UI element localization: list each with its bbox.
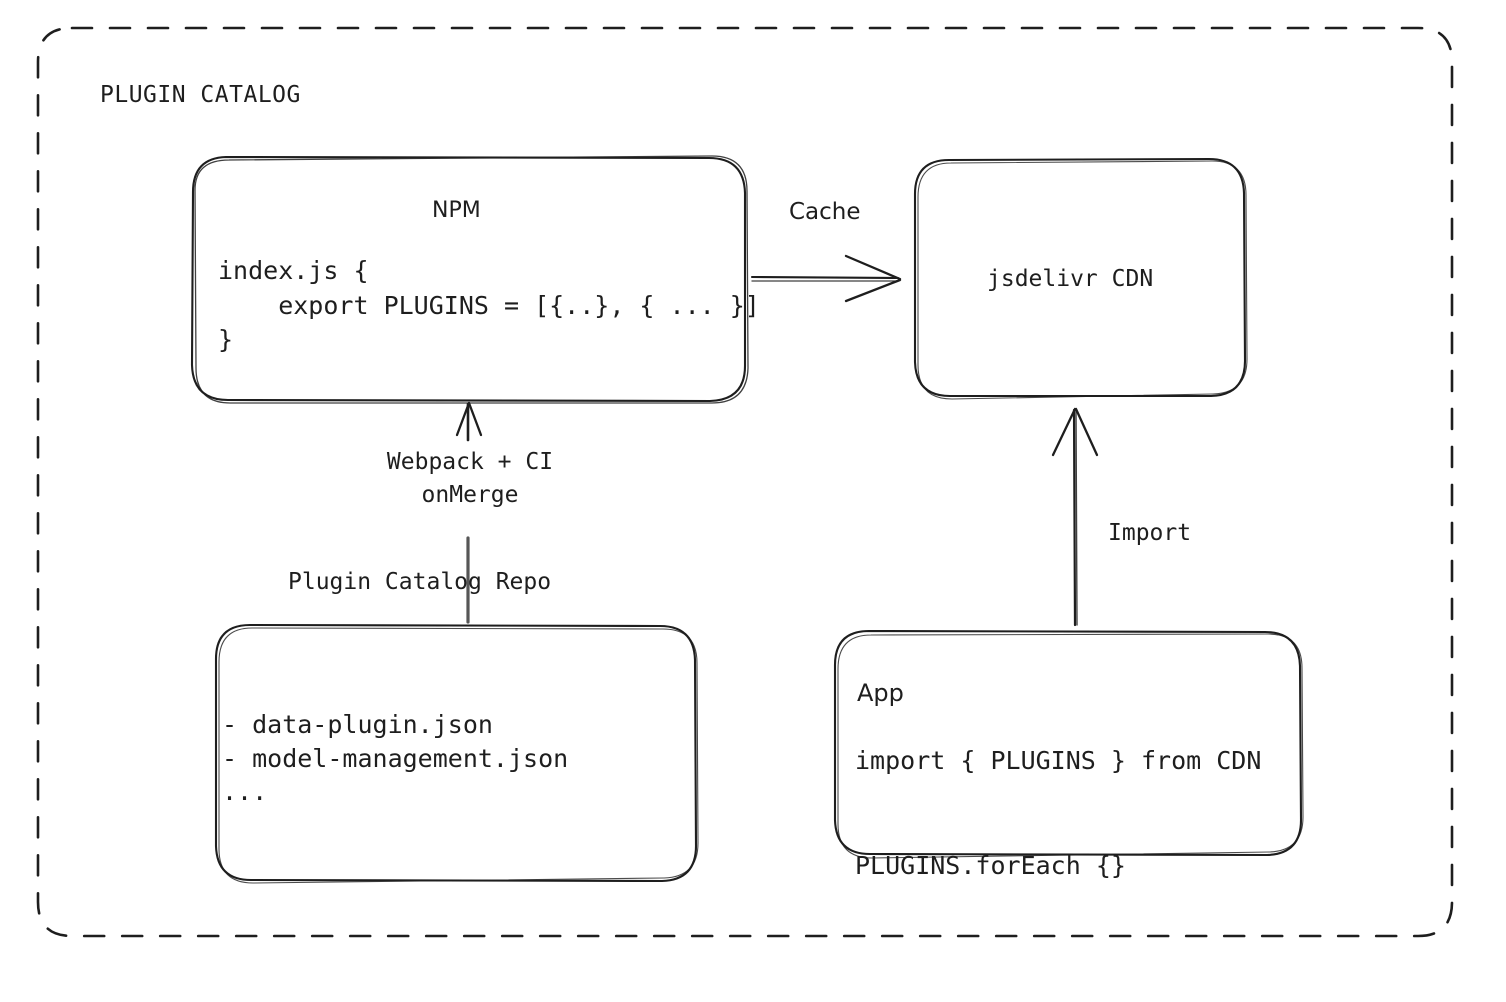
node-caption-repo: Plugin Catalog Repo xyxy=(288,569,552,595)
group-title: PLUGIN CATALOG xyxy=(100,82,301,108)
edge-label-build: Webpack + CI onMerge xyxy=(386,449,554,508)
node-code-app: import { PLUGINS } from CDN PLUGINS.forE… xyxy=(855,746,1262,880)
edge-label-cache: Cache xyxy=(789,199,861,225)
node-title-cdn: jsdelivr CDN xyxy=(987,266,1154,292)
node-list-repo: - data-plugin.json - model-management.js… xyxy=(222,710,569,806)
node-code-npm: index.js { export PLUGINS = [{..}, { ...… xyxy=(218,256,760,354)
arrow-cache xyxy=(750,254,902,303)
node-title-npm: NPM xyxy=(432,198,481,223)
edge-label-import: Import xyxy=(1108,520,1192,546)
arrow-import xyxy=(1051,407,1099,627)
node-title-app: App xyxy=(857,679,904,707)
